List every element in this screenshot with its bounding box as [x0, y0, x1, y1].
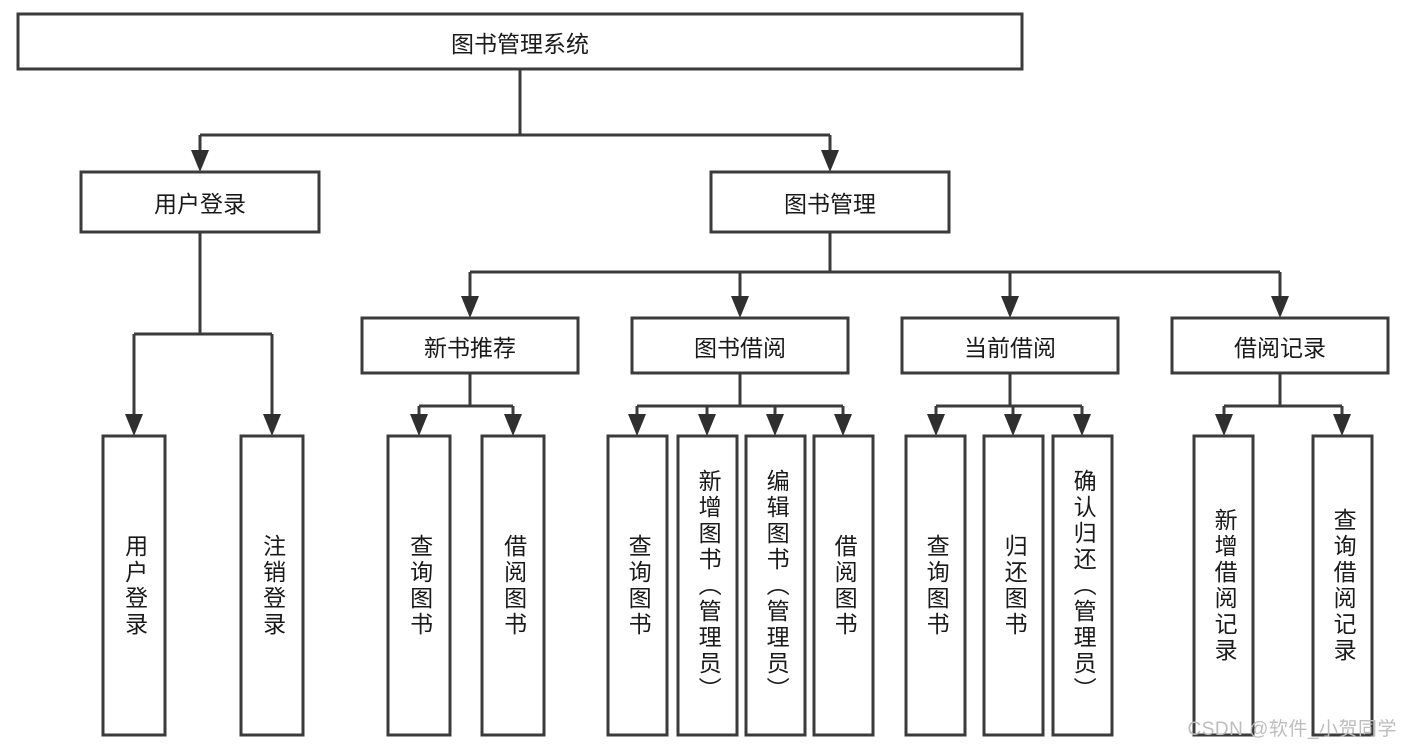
arrow-head-leaf-user-logout — [263, 414, 281, 436]
node-leaf-add-record[interactable] — [1192, 434, 1255, 737]
node-leaf-borrow-book-1[interactable] — [480, 434, 546, 737]
arrow-head-leaf-user-login — [125, 414, 143, 436]
node-book-borrow[interactable] — [630, 316, 850, 375]
arrow-head-leaf-query-record — [1333, 414, 1351, 436]
node-leaf-query-book-3[interactable] — [904, 434, 967, 737]
node-book-management[interactable] — [709, 170, 951, 234]
arrow-head-leaf-borrow-book-1 — [504, 414, 522, 436]
node-leaf-borrow-book-2[interactable] — [812, 434, 875, 737]
node-box-layer — [16, 12, 1390, 737]
arrow-head-leaf-add-book — [698, 414, 716, 436]
node-root-system[interactable] — [16, 12, 1024, 71]
arrow-head-leaf-add-record — [1215, 414, 1233, 436]
arrow-head-borrow-record — [1271, 296, 1289, 318]
node-leaf-query-book-2[interactable] — [606, 434, 669, 737]
arrow-head-leaf-return-book — [1004, 414, 1022, 436]
arrow-head-leaf-borrow-book-2 — [834, 414, 852, 436]
connector-layer — [125, 69, 1351, 436]
arrow-head-book-management — [821, 150, 839, 172]
arrow-head-leaf-edit-book — [766, 414, 784, 436]
node-leaf-return-book[interactable] — [982, 434, 1045, 737]
arrow-head-leaf-query-book-2 — [628, 414, 646, 436]
node-new-book-recommend[interactable] — [360, 316, 580, 375]
node-borrow-record[interactable] — [1170, 316, 1390, 375]
arrow-head-leaf-query-book-3 — [927, 414, 945, 436]
node-leaf-user-login[interactable] — [101, 434, 167, 737]
node-leaf-edit-book[interactable] — [744, 434, 807, 737]
arrow-head-current-borrow — [1001, 296, 1019, 318]
arrow-head-leaf-confirm-return — [1073, 414, 1091, 436]
node-leaf-user-logout[interactable] — [239, 434, 305, 737]
node-leaf-query-record[interactable] — [1311, 434, 1374, 737]
node-current-borrow[interactable] — [900, 316, 1120, 375]
arrow-head-user-login — [191, 150, 209, 172]
node-leaf-confirm-return[interactable] — [1051, 434, 1114, 737]
arrow-head-new-book-recommend — [461, 296, 479, 318]
node-user-login[interactable] — [79, 170, 321, 234]
node-leaf-query-book-1[interactable] — [386, 434, 452, 737]
node-leaf-add-book[interactable] — [676, 434, 739, 737]
arrow-head-book-borrow — [731, 296, 749, 318]
arrow-head-leaf-query-book-1 — [410, 414, 428, 436]
